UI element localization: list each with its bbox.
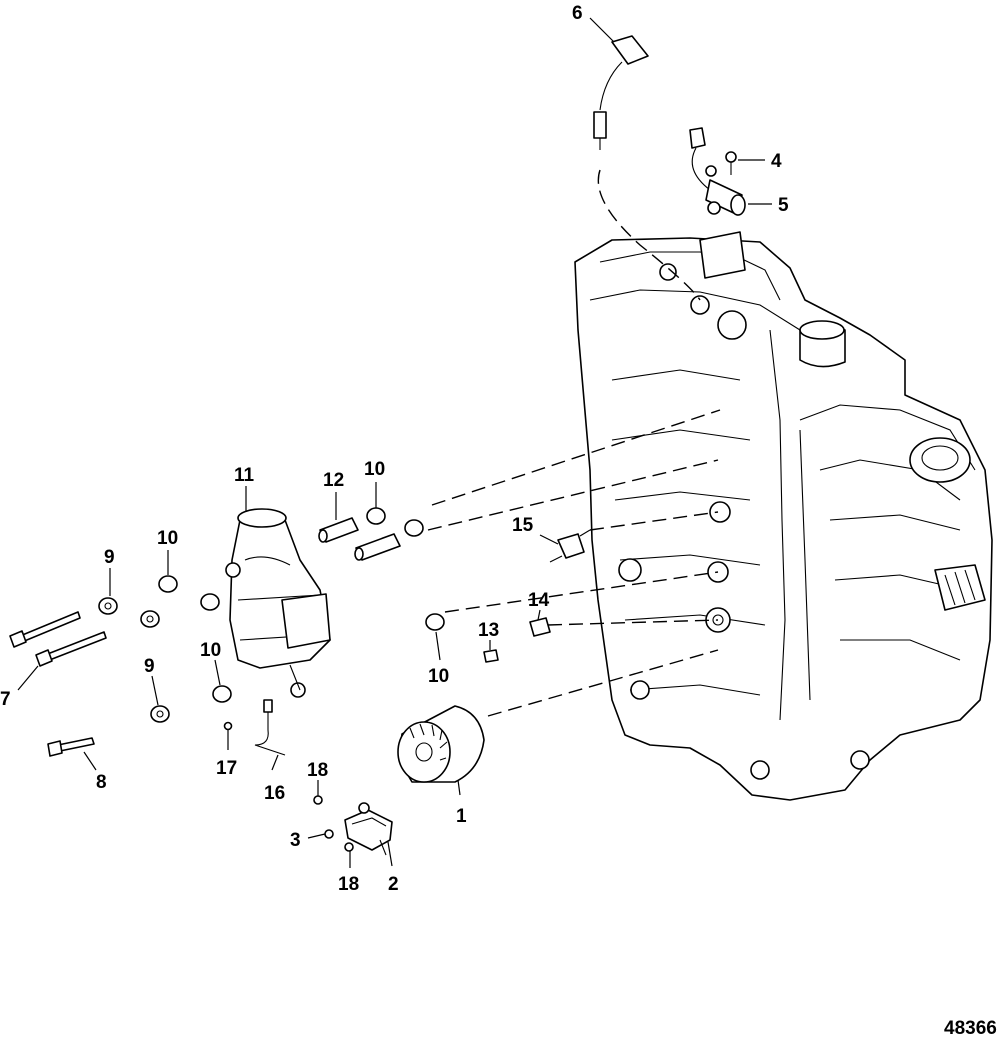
grommet-part-upper	[366, 507, 424, 537]
callout-6: 6	[572, 3, 583, 24]
callout-5: 5	[778, 195, 789, 216]
callout-18-lower: 18	[338, 874, 359, 895]
dowel-pin-part-upper	[318, 517, 359, 543]
callout-labels: 1 2 3 4 5 6 7 8 9 9 10 10 10 10 11 12 13…	[0, 3, 789, 895]
callout-14: 14	[528, 590, 550, 611]
small-screw-part-18	[313, 795, 354, 852]
washer-part	[98, 597, 170, 723]
callout-4: 4	[771, 151, 782, 172]
screw-part-13	[483, 649, 499, 663]
screw-part-17	[223, 721, 233, 731]
callout-15: 15	[512, 515, 534, 536]
callout-1: 1	[456, 806, 467, 827]
leader-lines	[17, 17, 772, 868]
temperature-sensor-part	[593, 35, 649, 150]
pressure-sensor-part	[549, 529, 591, 563]
callout-8: 8	[96, 772, 107, 793]
callout-7: 7	[0, 689, 11, 710]
oil-filter-part	[397, 705, 485, 783]
callout-11: 11	[234, 465, 255, 486]
callout-17: 17	[216, 758, 237, 779]
grommet-part-left	[158, 575, 232, 703]
callout-9-lower: 9	[144, 656, 155, 677]
screw-part-4	[705, 151, 737, 177]
position-sensor-part	[689, 127, 746, 216]
wire-lead-part	[254, 699, 286, 756]
callout-9-upper: 9	[104, 547, 115, 568]
callout-3: 3	[290, 830, 301, 851]
callout-2: 2	[388, 874, 399, 895]
long-bolt-part	[9, 611, 107, 667]
figure-number: 48366	[944, 1018, 997, 1039]
callout-12: 12	[323, 470, 344, 491]
callout-10-right: 10	[428, 666, 449, 687]
short-bolt-part	[47, 737, 95, 757]
starter-motor-part	[225, 508, 331, 698]
fitting-part	[529, 617, 551, 637]
grommet-part-right	[425, 613, 445, 631]
callout-10-top: 10	[364, 459, 385, 480]
callout-10-middle: 10	[200, 640, 221, 661]
callout-18-upper: 18	[307, 760, 328, 781]
dowel-pin-part-lower	[354, 533, 401, 561]
callout-13: 13	[478, 620, 499, 641]
bracket-part	[344, 802, 393, 856]
callout-16: 16	[264, 783, 285, 804]
alignment-lines	[427, 169, 721, 717]
engine-block	[574, 231, 993, 801]
small-screw-part-3	[324, 829, 334, 839]
callout-10-left: 10	[157, 528, 178, 549]
